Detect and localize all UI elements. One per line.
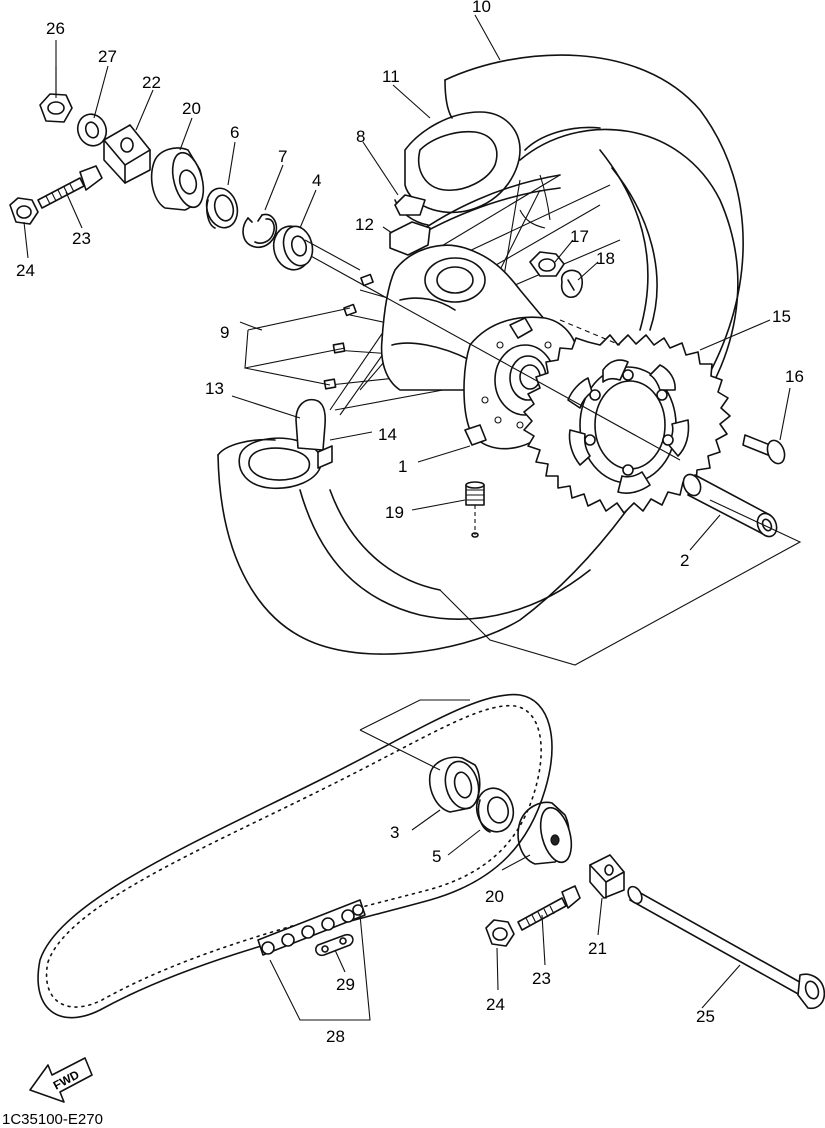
callout-28: 28 [326,1027,345,1046]
valve-cap-part-19 [465,481,485,538]
callout-12: 12 [355,215,374,234]
collar-part-20-lower [517,801,573,865]
callout-23-lower: 23 [532,969,551,988]
nut-part-24-upper [9,197,39,225]
callout-3: 3 [390,823,399,842]
callout-25: 25 [696,1007,715,1026]
callout-17: 17 [570,227,589,246]
bearing-part-4 [272,225,361,271]
callout-16: 16 [785,367,804,386]
callout-27: 27 [98,47,117,66]
callout-14: 14 [378,425,397,444]
callout-24-upper: 24 [16,261,35,280]
nut-part-24-lower [485,919,515,947]
circlip-part-7 [242,213,278,248]
diagram-code: 1C35100-E270 [2,1111,103,1128]
callout-10: 10 [472,0,491,16]
washer-part-18 [560,269,584,298]
axle-part-25 [627,885,825,1010]
callout-1: 1 [398,457,407,476]
callout-18: 18 [596,249,615,268]
nut-part-17 [529,251,565,277]
callout-13: 13 [205,379,224,398]
callout-6: 6 [230,123,239,142]
washer-part-27 [76,113,108,147]
rim-lock-12 [389,194,431,256]
master-link-part-29 [315,933,354,957]
callout-8: 8 [356,127,365,146]
bearing-part-3 [428,756,481,813]
callout-26: 26 [46,19,65,38]
bolt-part-23-lower [517,885,581,931]
callout-labels: 1 2 3 4 5 6 7 8 9 10 11 12 13 14 15 16 1… [16,0,804,1046]
callout-2: 2 [680,551,689,570]
collar-part-20-upper [150,147,205,211]
fwd-arrow-icon [29,1057,93,1103]
callout-9: 9 [220,323,229,342]
callout-15: 15 [772,307,791,326]
callout-5: 5 [432,847,441,866]
collar-part-2 [682,473,778,538]
sprocket-part-15 [523,334,731,514]
callout-20-upper: 20 [182,99,201,118]
chain-adjuster-part-22 [103,124,151,184]
callout-22: 22 [142,73,161,92]
bearing-part-6 [205,187,239,229]
chain-adjuster-part-21 [589,854,625,899]
callout-21: 21 [588,939,607,958]
callout-7: 7 [278,147,287,166]
callout-29: 29 [336,975,355,994]
leader-lines [23,14,802,1021]
spoke-nipples-9 [323,273,374,390]
callout-20-lower: 20 [485,887,504,906]
callout-19: 19 [385,503,404,522]
chain-links-part-28 [257,899,366,956]
bolt-part-16 [742,434,786,465]
drive-chain-part-28 [37,693,553,1019]
callout-23-upper: 23 [72,229,91,248]
tube-part-13 [238,398,327,490]
oil-seal-part-5 [475,787,515,833]
rim-band-14 [317,445,333,469]
callout-4: 4 [312,171,321,190]
bolt-part-23-upper [37,165,103,209]
callout-11: 11 [382,67,400,86]
axle-centre-line [299,249,681,461]
callout-24-lower: 24 [486,995,505,1014]
